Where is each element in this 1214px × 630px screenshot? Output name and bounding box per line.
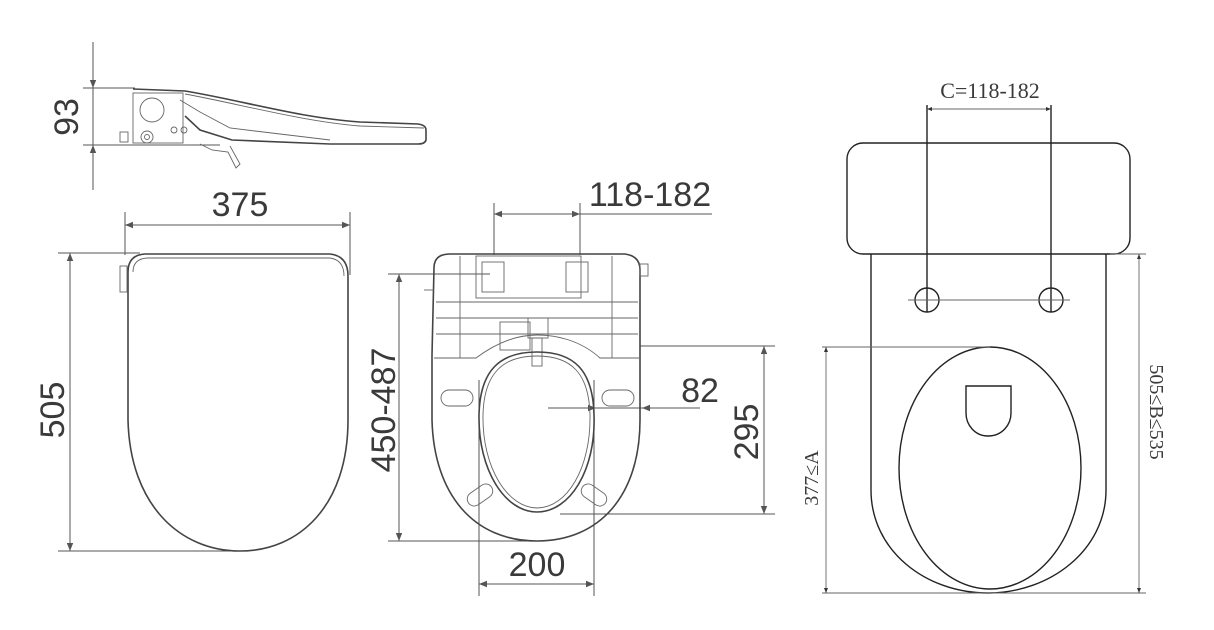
toilet-b-label: 505≤B≤535 bbox=[1145, 364, 1167, 459]
bottom-overall-length-label: 450-487 bbox=[365, 348, 403, 473]
bottom-offset-label: 82 bbox=[681, 372, 719, 410]
top-width-label: 375 bbox=[212, 186, 269, 224]
top-length-label: 505 bbox=[34, 382, 72, 439]
bottom-opening-width-label: 200 bbox=[509, 546, 566, 584]
bottom-view: 118-182 450-487 295 82 200 bbox=[365, 176, 775, 596]
top-view: 375 505 bbox=[34, 186, 351, 552]
bottom-bolt-spacing-label: 118-182 bbox=[589, 176, 711, 214]
toilet-a-label: 377≤A bbox=[801, 450, 823, 506]
side-view: 93 bbox=[48, 42, 427, 190]
toilet-view: C=118-182 377≤A 505≤B≤535 bbox=[801, 78, 1167, 594]
bottom-opening-length-label: 295 bbox=[728, 404, 766, 461]
side-height-label: 93 bbox=[48, 98, 86, 136]
toilet-bolt-spacing-label: C=118-182 bbox=[940, 78, 1040, 103]
